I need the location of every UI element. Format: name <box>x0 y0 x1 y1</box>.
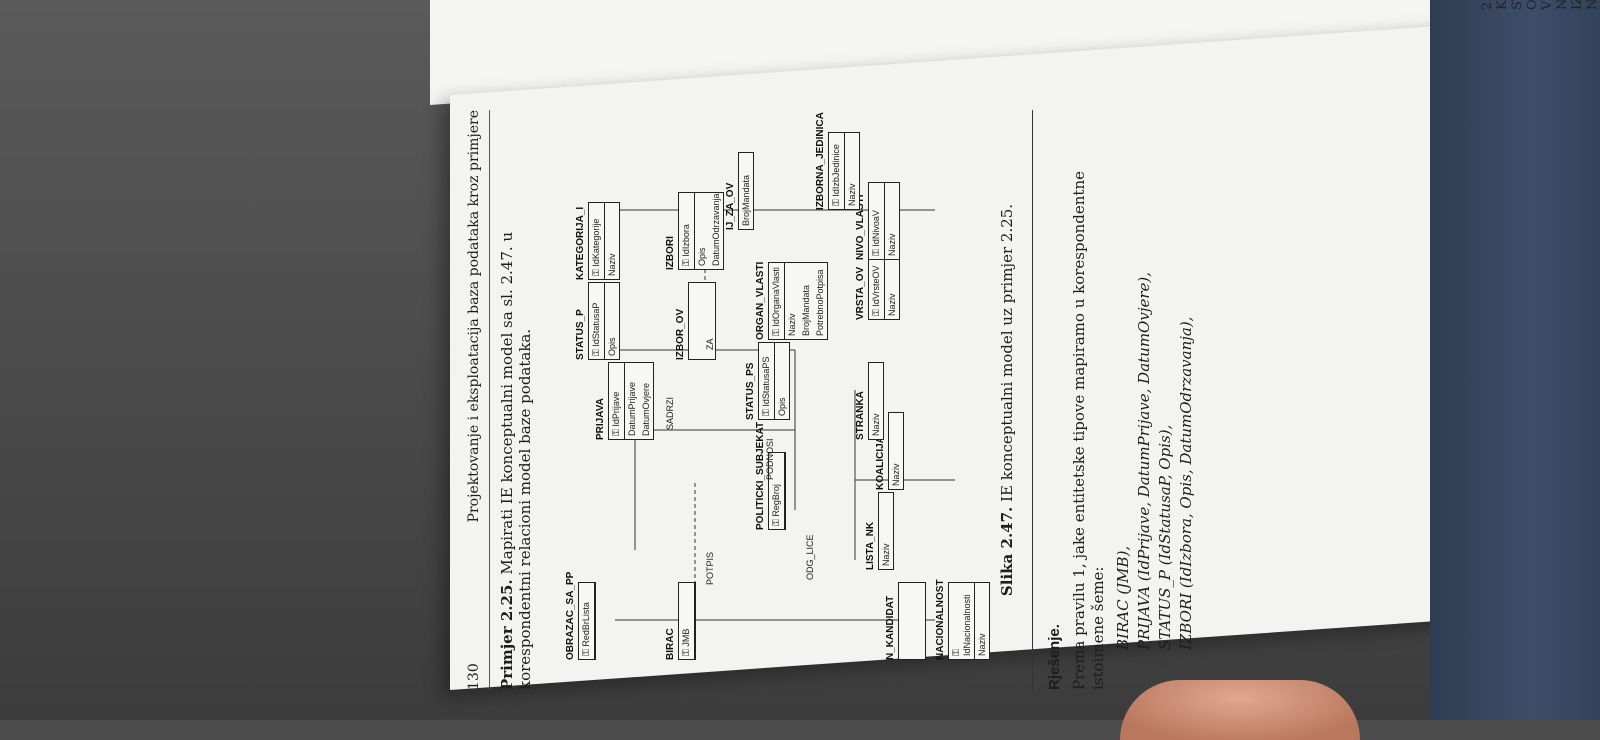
facing-line: STAT <box>1510 0 1525 10</box>
entity-name: KATEGORIJA_I <box>575 206 586 280</box>
entity-attribute: Naziv <box>977 633 987 656</box>
entity-name: IZBORI <box>665 236 676 270</box>
facing-page-text: 2. Relacioni m KATE STAT ORGA VRST NIVO … <box>1480 0 1600 10</box>
primary-key: ⚿ IdKategorije <box>589 203 605 279</box>
schema-list: BIRAC (JMB), PRIJAVA (IdPrijave, DatumPr… <box>1114 110 1196 650</box>
facing-line: KATE <box>1495 0 1510 10</box>
caption-text: IE konceptualni model uz primjer 2.25. <box>998 203 1016 502</box>
entity-attribute: BrojMandata <box>801 284 811 336</box>
schema-item: STATUS_P (IdStatusaP, Opis), <box>1156 424 1174 650</box>
facing-line: ORGA <box>1525 0 1540 10</box>
entity-box: ⚿ JMB <box>678 582 696 660</box>
entity-attribute: DatumOvjere <box>641 382 651 436</box>
entity-attribute: Naziv <box>881 543 891 566</box>
example-text: Primjer 2.25. Mapirati IE konceptualni m… <box>498 110 534 690</box>
primary-key: ⚿ IdOrganaVlasti <box>769 263 785 339</box>
primary-key: ⚿ RedBrLista <box>579 583 595 659</box>
running-head: 130 Projektovanje i eksploatacija baza p… <box>460 110 490 690</box>
entity-name: IZBORNA_JEDINICA <box>815 112 826 210</box>
primary-key: ⚿ IdIzbJedinice <box>829 133 845 209</box>
page-content: 130 Projektovanje i eksploatacija baza p… <box>460 110 1460 690</box>
entity-name: VRSTA_OV <box>855 266 866 320</box>
entity-name: STRANKA <box>855 391 866 440</box>
primary-key: ⚿ IdStatusaP <box>589 283 605 359</box>
primary-key: ⚿ IdStatusaPS <box>759 343 775 419</box>
entity-attribute: DatumPrijave <box>627 381 637 436</box>
entity-name: KOALICIJA <box>875 436 886 490</box>
entity-attribute: Opis <box>697 247 707 266</box>
divider <box>1032 110 1033 690</box>
fabric-surface <box>1430 0 1600 720</box>
caption-label: Slika 2.47. <box>998 506 1016 597</box>
page-number: 130 <box>466 663 482 690</box>
entity-box <box>898 582 926 660</box>
primary-key: ⚿ IdPrijave <box>609 363 625 439</box>
entity-name: IZBOR_OV <box>675 308 686 360</box>
entity-name: N_KANDIDAT <box>885 595 896 660</box>
schema-item: IZBORI (IdIzbora, Opis, DatumOdrzavanja)… <box>1177 316 1195 650</box>
entity-attribute: BrojMandata <box>741 174 751 226</box>
entity-name: IJ_ZA_OV <box>725 182 736 230</box>
entity-name: PRIJAVA <box>595 398 606 440</box>
primary-key: ⚿ IdNacionalnosti <box>949 583 975 659</box>
entity-attribute: Naziv <box>607 253 617 276</box>
schema-item: PRIJAVA (IdPrijave, DatumPrijave, DatumO… <box>1135 271 1153 650</box>
entity-box: ⚿ RedBrLista <box>578 582 596 660</box>
relationship-label: POTPIS <box>705 551 715 585</box>
entity-box: BrojMandata <box>738 152 754 230</box>
primary-key: ⚿ IdNivoaV <box>869 183 885 259</box>
facing-line: NIVO <box>1555 0 1570 10</box>
entity-name: STATUS_P <box>575 309 586 360</box>
entity-attribute: Opis <box>607 337 617 356</box>
example-label: Primjer 2.25. <box>498 579 516 690</box>
solution-paragraph: Prema pravilu 1, jake entitetske tipove … <box>1070 171 1107 690</box>
entity-attribute: Naziv <box>787 313 797 336</box>
entity-name: ORGAN_VLASTI <box>755 261 766 340</box>
relationship-label: PODNOSI <box>765 438 775 480</box>
entity-box: Naziv <box>868 362 884 440</box>
primary-key: ⚿ JMB <box>679 583 695 659</box>
primary-key: ⚿ IdIzbora <box>679 193 695 269</box>
relationship-label: ODG_LICE <box>805 534 815 580</box>
facing-line: VRST <box>1540 0 1555 10</box>
entity-attribute: Naziv <box>871 413 881 436</box>
entity-name: STATUS_PS <box>745 362 756 420</box>
relationship-label: ZA <box>705 338 715 350</box>
facing-line: NAC <box>1585 0 1600 10</box>
entity-attribute: PotrebnoPotpisa <box>815 269 825 336</box>
entity-box: Naziv <box>878 492 894 570</box>
entity-attribute: Naziv <box>887 233 897 256</box>
relationship-label: SADRZI <box>665 396 675 430</box>
entity-attribute: Naziv <box>847 183 857 206</box>
entity-box: Naziv <box>888 412 904 490</box>
entity-attribute: Opis <box>777 397 787 416</box>
entity-attribute: Naziv <box>891 463 901 486</box>
entity-name: NACIONALNOST <box>935 579 946 660</box>
entity-name: LISTA_NK <box>865 521 876 570</box>
schema-item: BIRAC (JMB), <box>1114 545 1132 650</box>
entity-name: OBRAZAC_SA_PP <box>565 571 576 660</box>
facing-page-head: 2. Relacioni m <box>1480 0 1495 10</box>
entity-name: BIRAC <box>665 628 676 660</box>
figure-caption: Slika 2.47. IE konceptualni model uz pri… <box>998 110 1016 690</box>
solution-section: Rješenje. Prema pravilu 1, jake entitets… <box>1045 110 1198 690</box>
solution-heading: Rješenje. <box>1046 624 1063 690</box>
facing-line: IZBO <box>1570 0 1585 10</box>
entity-attribute: DatumOdrzavanja <box>711 193 721 266</box>
running-title: Projektovanje i eksploatacija baza podat… <box>466 110 482 523</box>
